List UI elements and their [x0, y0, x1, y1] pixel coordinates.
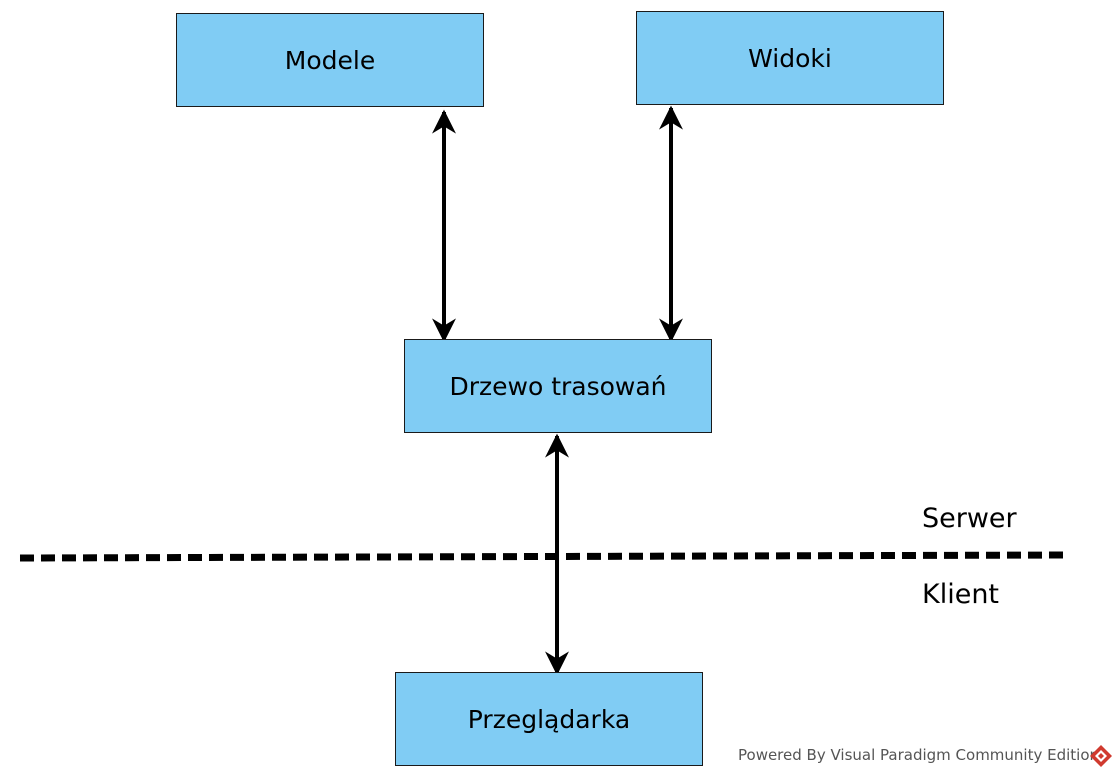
watermark-text: Powered By Visual Paradigm Community Edi…	[738, 746, 1100, 764]
zone-label-server: Serwer	[922, 503, 1017, 534]
node-modele[interactable]: Modele	[176, 13, 484, 107]
zone-label-client: Klient	[922, 579, 1000, 610]
node-drzewo-trasowan[interactable]: Drzewo trasowań	[404, 339, 712, 433]
server-client-boundary	[19, 551, 1071, 562]
node-widoki-label: Widoki	[748, 43, 832, 73]
node-widoki[interactable]: Widoki	[636, 11, 944, 105]
node-przegladarka-label: Przeglądarka	[467, 704, 631, 734]
node-przegladarka[interactable]: Przeglądarka	[395, 672, 703, 766]
node-drzewo-label: Drzewo trasowań	[449, 371, 667, 401]
visual-paradigm-logo-icon	[1090, 745, 1112, 767]
node-modele-label: Modele	[284, 45, 376, 75]
